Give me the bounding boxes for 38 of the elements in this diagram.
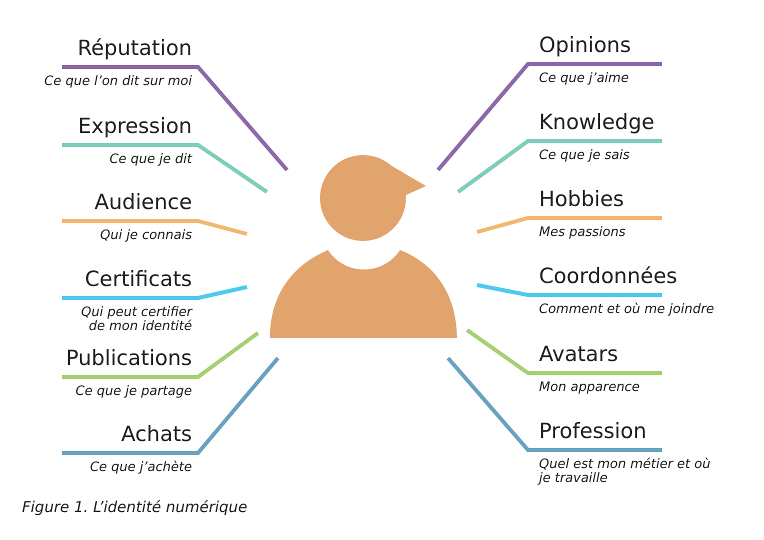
topic-heading: Achats — [121, 421, 192, 447]
leader-line — [456, 139, 662, 194]
topic-description: Ce que j’achète — [90, 461, 192, 475]
topic-description: Mes passions — [539, 226, 626, 240]
leader-line — [62, 285, 248, 300]
leader-line — [446, 356, 662, 452]
topic-heading: Avatars — [539, 341, 618, 367]
leader-line — [476, 283, 662, 297]
topic-description: Ce que je partage — [76, 385, 192, 399]
topic-heading: Coordonnées — [539, 263, 678, 289]
topic-heading: Hobbies — [539, 186, 624, 212]
leader-line — [62, 356, 280, 455]
topic-heading: Opinions — [539, 32, 631, 58]
topic-heading: Audience — [94, 189, 192, 215]
leader-line — [62, 219, 248, 236]
topic-heading: Certificats — [84, 266, 192, 292]
topic-description: Comment et où me joindre — [539, 303, 714, 317]
topic-description: Quel est mon métier et où je travaille — [539, 458, 712, 486]
leader-line — [62, 143, 268, 194]
topic-heading: Profession — [539, 418, 647, 444]
topic-heading: Expression — [78, 113, 192, 139]
topic-description: Mon apparence — [539, 381, 640, 395]
figure-caption: Figure 1. L’identité numérique — [22, 498, 248, 516]
topic-description: Ce que j’aime — [539, 72, 629, 86]
leader-line — [466, 328, 662, 375]
topic-heading: Knowledge — [539, 109, 654, 135]
topic-description: Ce que l’on dit sur moi — [44, 75, 192, 89]
topic-description: Ce que je dit — [109, 153, 192, 167]
topic-heading: Publications — [66, 345, 192, 371]
person-silhouette — [270, 155, 457, 338]
topic-heading: Réputation — [77, 35, 192, 61]
leader-line — [476, 216, 662, 234]
topic-description: Ce que je sais — [539, 149, 630, 163]
leader-line — [62, 331, 260, 379]
leader-line — [436, 62, 662, 172]
topic-description: Qui peut certifier de mon identité — [80, 306, 192, 334]
topic-description: Qui je connais — [100, 229, 192, 243]
leader-line — [62, 65, 289, 172]
